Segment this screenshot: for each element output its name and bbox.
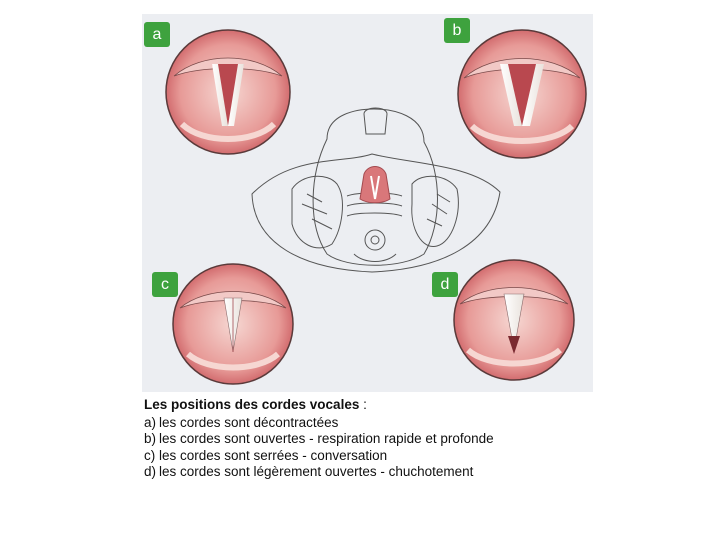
caption-item-text: les cordes sont serrées - conversation xyxy=(159,447,388,463)
caption-item-b: b) les cordes sont ouvertes - respiratio… xyxy=(144,431,614,448)
label-badge-d: d xyxy=(432,272,458,297)
caption-title-suffix: : xyxy=(359,397,367,412)
caption-item-a: a) les cordes sont décontractées xyxy=(144,415,614,432)
label-badge-a: a xyxy=(144,22,170,47)
caption-item-text: les cordes sont légèrement ouvertes - ch… xyxy=(159,464,474,479)
caption-item-marker: b) xyxy=(144,431,157,446)
larynx-view-a xyxy=(165,29,291,155)
caption-item-marker: d) xyxy=(144,464,157,479)
vocal-cords-illustration: a b c d xyxy=(142,14,593,392)
larynx-view-c xyxy=(172,263,294,385)
larynx-view-b xyxy=(457,29,587,159)
figure-caption: Les positions des cordes vocales : a) le… xyxy=(144,397,614,481)
caption-item-marker: a) xyxy=(144,414,157,430)
larynx-highlight xyxy=(359,166,391,204)
caption-list: a) les cordes sont décontractées b) les … xyxy=(144,415,614,481)
label-badge-b: b xyxy=(444,18,470,43)
caption-title-line: Les positions des cordes vocales : xyxy=(144,397,614,414)
larynx-view-d xyxy=(453,259,575,381)
caption-item-c: c) les cordes sont serrées - conversatio… xyxy=(144,448,614,465)
caption-item-marker: c) xyxy=(144,447,156,463)
caption-item-text: les cordes sont ouvertes - respiration r… xyxy=(159,431,494,446)
illustration-drawing xyxy=(165,29,587,385)
caption-title: Les positions des cordes vocales xyxy=(144,397,360,412)
label-badge-c: c xyxy=(152,272,178,297)
caption-item-d: d) les cordes sont légèrement ouvertes -… xyxy=(144,464,614,481)
caption-item-text: les cordes sont décontractées xyxy=(159,414,339,430)
